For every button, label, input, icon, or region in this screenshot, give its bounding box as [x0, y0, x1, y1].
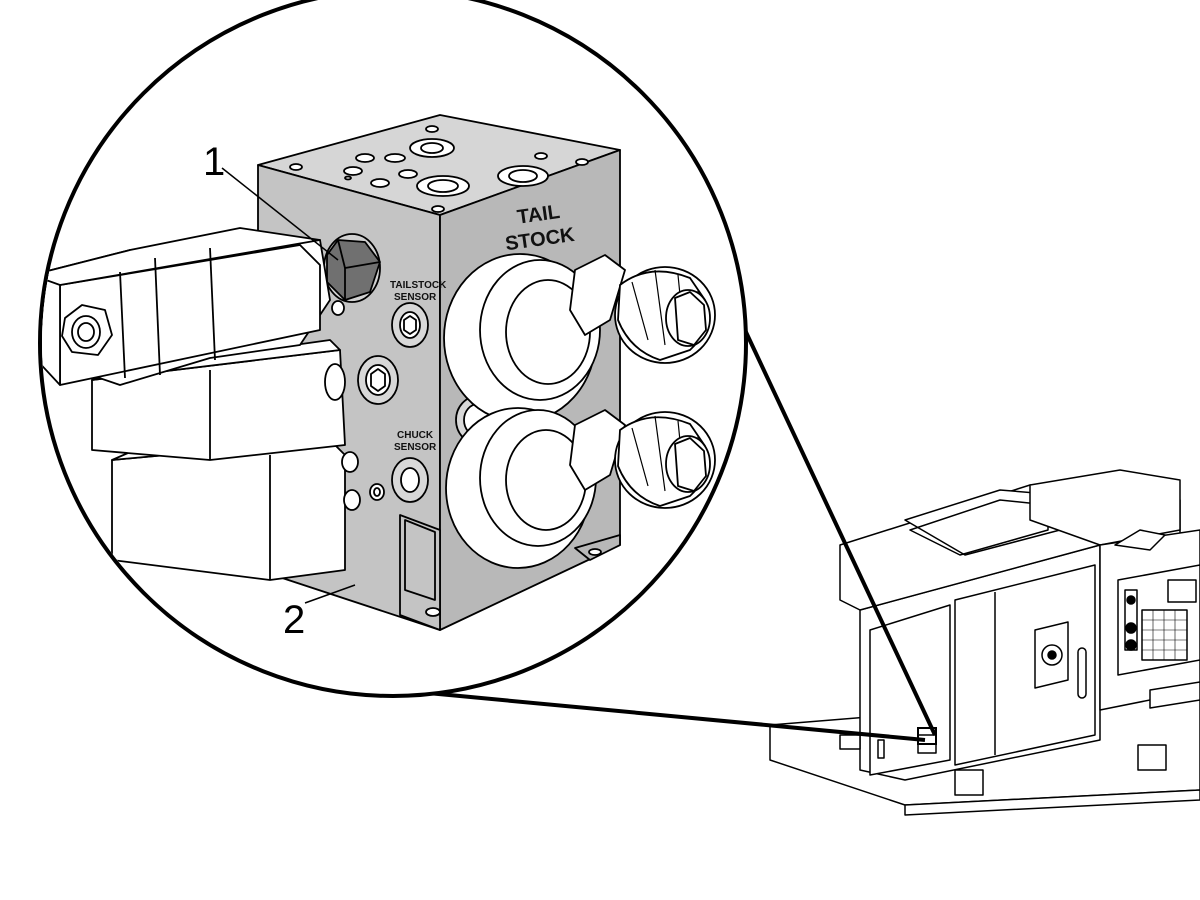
- upper-pressure-gauge: [443, 253, 601, 423]
- lower-adjuster-knob: [569, 409, 716, 509]
- hex-plug: [323, 233, 381, 303]
- lathe-machine: [769, 469, 1200, 816]
- label-chuck-sensor: SENSOR: [394, 442, 437, 453]
- callout-number-1: 1: [203, 140, 225, 184]
- top-ports: [289, 125, 589, 213]
- solenoid-valve-middle: [91, 339, 346, 461]
- solenoid-coil-upper: [42, 227, 331, 386]
- callout-leader-1: [221, 167, 339, 261]
- chuck-sensor-port: [391, 457, 429, 503]
- callout-2: 2: [283, 584, 356, 642]
- magnifier-leader-lines: [374, 329, 937, 742]
- lower-pressure-gauge: [445, 407, 597, 569]
- magnifier-target: [917, 727, 937, 745]
- unmarked-port: [357, 355, 399, 405]
- lathe-door: [869, 604, 951, 776]
- label-tailstock: TAILSTOCK: [390, 280, 447, 291]
- tailstock-sensor-port: [391, 302, 429, 348]
- callout-1: 1: [203, 140, 339, 261]
- upper-adjuster-knob: [569, 254, 716, 364]
- label-chuck: CHUCK: [397, 430, 434, 441]
- manifold-labels: TAIL STOCK TAILSTOCK SENSOR CHUCK SENSOR: [390, 201, 576, 453]
- callout-leader-2: [304, 584, 356, 604]
- callout-number-2: 2: [283, 598, 305, 642]
- lathe-foot: [954, 769, 984, 796]
- label-tailstock-sensor: SENSOR: [394, 292, 437, 303]
